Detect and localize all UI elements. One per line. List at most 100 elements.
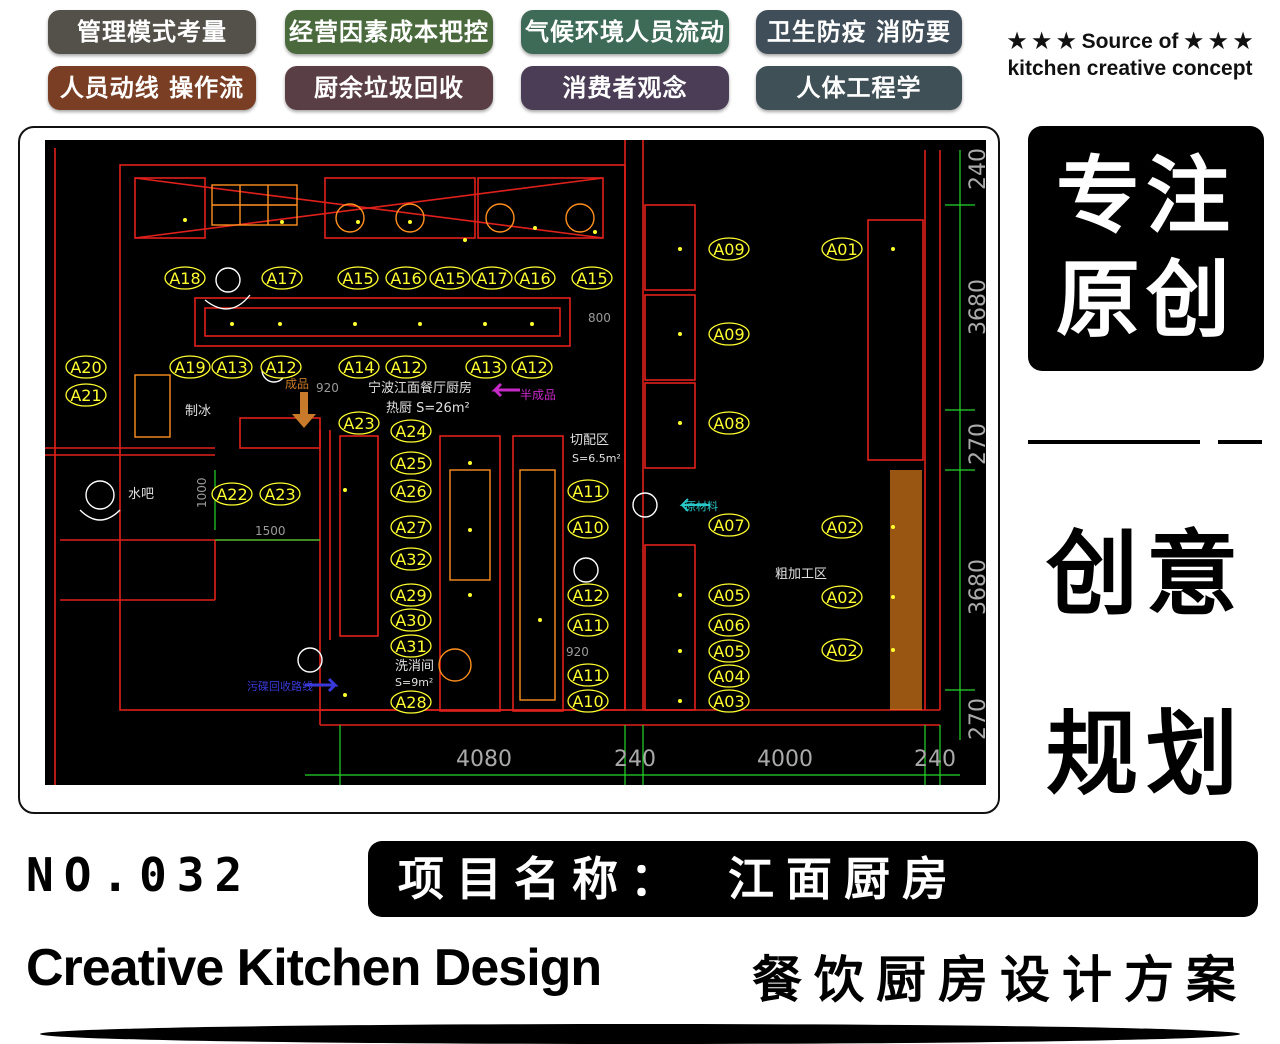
- tag-cost: 经营因素成本把控: [285, 10, 493, 54]
- flow-finished: 成品: [285, 377, 309, 391]
- equipment-label: A22: [211, 482, 253, 506]
- equipment-label-text: A14: [343, 358, 374, 377]
- equipment-label-text: A17: [476, 269, 507, 288]
- equipment-label-bubble: [211, 355, 253, 379]
- equipment-label-bubble: [259, 482, 301, 506]
- equipment-label-bubble: [821, 585, 863, 609]
- equipment-label-text: A15: [434, 269, 465, 288]
- equipment-label-text: A11: [572, 666, 603, 685]
- equipment-label-bubble: [567, 689, 609, 713]
- equipment-label-bubble: [65, 355, 107, 379]
- divider-long: [1028, 440, 1200, 444]
- focus-text: 专注: [1055, 147, 1236, 245]
- equipment-label-bubble: [390, 583, 432, 607]
- equipment-label-text: A16: [390, 269, 421, 288]
- equipment-label: A11: [567, 479, 609, 503]
- equipment-label-text: A27: [395, 518, 426, 537]
- equipment-label-text: A30: [395, 611, 426, 630]
- equipment-label-text: A03: [713, 692, 744, 711]
- equipment-label-text: A10: [572, 692, 603, 711]
- room-ice: 制冰: [185, 404, 211, 419]
- equipment-label-text: A26: [395, 482, 426, 501]
- equipment-label-text: A15: [342, 269, 373, 288]
- equipment-label-text: A21: [70, 386, 101, 405]
- equipment-label-text: A23: [343, 414, 374, 433]
- equipment-label-bubble: [390, 451, 432, 475]
- equipment-label: A13: [211, 355, 253, 379]
- equipment-label-text: A08: [713, 414, 744, 433]
- equipment-label-text: A31: [395, 637, 426, 656]
- equipment-label: A26: [390, 479, 432, 503]
- tag-label: 人体工程学: [796, 74, 922, 102]
- equipment-label-text: A13: [470, 358, 501, 377]
- equipment-label: A17: [261, 266, 303, 290]
- equipment-label-bubble: [390, 419, 432, 443]
- equipment-label: A07: [708, 513, 750, 537]
- project-name: 项目名称：江面厨房: [398, 846, 960, 912]
- equipment-label-bubble: [567, 515, 609, 539]
- chinese-title: 餐饮厨房设计方案: [752, 951, 1248, 1009]
- equipment-label-bubble: [708, 237, 750, 261]
- equipment-label-bubble: [65, 383, 107, 407]
- equipment-label-bubble: [429, 266, 471, 290]
- dim-920-mid: 920: [566, 645, 589, 659]
- source-caption: ★ ★ ★ Source of ★ ★ ★ kitchen creative c…: [1000, 28, 1260, 82]
- dim-bottom-1: 4080: [456, 747, 512, 772]
- dim-right-1: 240: [966, 148, 986, 190]
- equipment-label-bubble: [708, 322, 750, 346]
- english-title: Creative Kitchen Design: [26, 939, 602, 997]
- equipment-label-text: A10: [572, 518, 603, 537]
- equipment-label-bubble: [571, 266, 613, 290]
- dim-1000: 1000: [195, 477, 209, 508]
- cad-floor-plan: 宁波江面餐厅厨房 热厨 S=26m² 切配区 S=6.5m² 粗加工区 洗消间 …: [45, 140, 991, 785]
- equipment-label: A30: [390, 608, 432, 632]
- divider-short: [1218, 440, 1262, 444]
- equipment-label-bubble: [708, 664, 750, 688]
- equipment-label-text: A12: [572, 586, 603, 605]
- room-dishwashing-area: S=9m²: [395, 676, 433, 689]
- equipment-label-bubble: [567, 663, 609, 687]
- equipment-label: A16: [385, 266, 427, 290]
- tag-flow: 人员动线 操作流程: [48, 66, 256, 146]
- equipment-label: A11: [567, 613, 609, 637]
- dim-920-top: 920: [316, 381, 339, 395]
- equipment-label-text: A23: [264, 485, 295, 504]
- equipment-label: A08: [708, 411, 750, 435]
- equipment-label: A09: [708, 322, 750, 346]
- equipment-label: A31: [390, 634, 432, 658]
- equipment-label-bubble: [261, 266, 303, 290]
- equipment-label-text: A32: [395, 550, 426, 569]
- equipment-label-text: A17: [266, 269, 297, 288]
- creative-text: 创意: [1045, 521, 1246, 628]
- equipment-label-bubble: [567, 583, 609, 607]
- room-water-bar: 水吧: [128, 487, 154, 502]
- project-name-label: 项目名称：: [398, 852, 688, 906]
- planning-text: 规划: [1045, 701, 1246, 808]
- dim-right-2: 3680: [966, 279, 986, 335]
- equipment-label: A27: [390, 515, 432, 539]
- equipment-label-bubble: [821, 515, 863, 539]
- equipment-label-text: A13: [216, 358, 247, 377]
- equipment-label-text: A11: [572, 482, 603, 501]
- equipment-label-bubble: [164, 266, 206, 290]
- equipment-label: A23: [338, 411, 380, 435]
- tag-label: 人员动线 操作流程: [59, 74, 245, 146]
- equipment-label: A17: [471, 266, 513, 290]
- equipment-label-text: A12: [265, 358, 296, 377]
- equipment-label: A32: [390, 547, 432, 571]
- original-text: 原创: [1055, 251, 1236, 349]
- room-title: 宁波江面餐厅厨房: [368, 380, 472, 396]
- equipment-label-text: A12: [390, 358, 421, 377]
- equipment-label-text: A22: [216, 485, 247, 504]
- dim-bottom-2: 240: [614, 747, 656, 772]
- room-rough-processing: 粗加工区: [775, 567, 827, 582]
- bottom-bar: [40, 1024, 1240, 1044]
- room-prep: 切配区: [570, 433, 609, 448]
- equipment-label-text: A06: [713, 616, 744, 635]
- equipment-label-bubble: [708, 639, 750, 663]
- equipment-label: A15: [429, 266, 471, 290]
- equipment-label: A06: [708, 613, 750, 637]
- equipment-label: A10: [567, 689, 609, 713]
- room-prep-area: S=6.5m²: [572, 452, 621, 465]
